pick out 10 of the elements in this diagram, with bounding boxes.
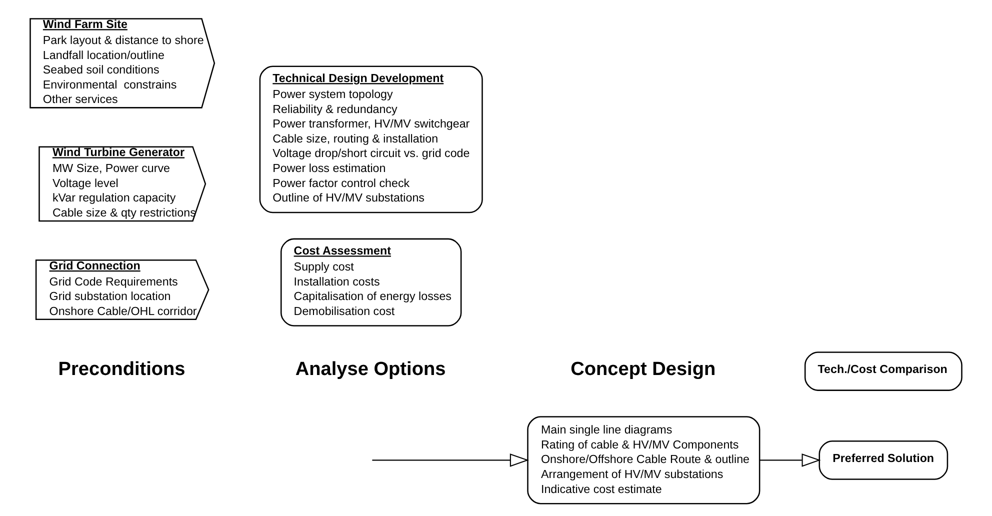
node-box: Main single line diagrams Rating of cable & HV/MV Components Onshore/Offshore Cable Route & outline Arrangement of HV/MV substations Indicative cost estimate bbox=[527, 416, 760, 504]
arrow bbox=[760, 454, 821, 467]
node-box: Tech./Cost Comparison bbox=[804, 352, 962, 391]
node-box: Cost Assessment Supply cost Installation costs Capitalisation of energy losses Demobilisation cost bbox=[280, 238, 462, 326]
arrow bbox=[372, 454, 529, 467]
node-box: Preferred Solution bbox=[818, 440, 948, 480]
label: Concept Design bbox=[570, 358, 716, 380]
label: Preconditions bbox=[58, 358, 186, 380]
node-box: Technical Design Development Power system topology Reliability & redundancy Power transformer, HV/MV switchgear Cable size, routing & installation Voltage drop/short circuit vs. grid code Power loss estimation Power factor control check Outline of HV/MV substations bbox=[259, 66, 483, 214]
label: Analyse Options bbox=[295, 358, 446, 380]
